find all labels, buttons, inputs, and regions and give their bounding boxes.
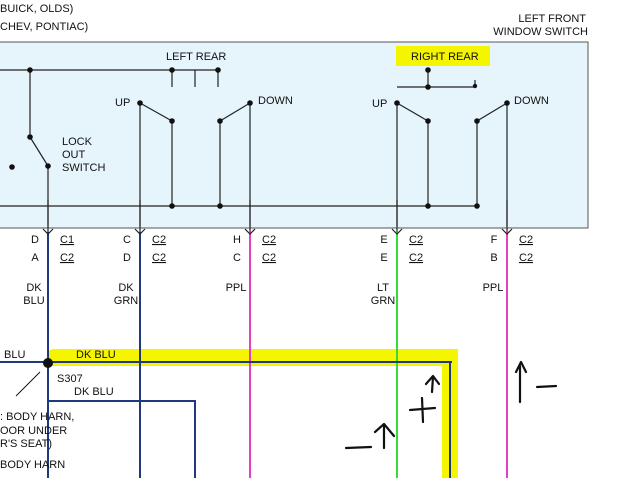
connector-label-bottom: C2 (519, 252, 533, 264)
connector-label-top: C2 (519, 234, 533, 246)
window-switch-box (0, 41, 589, 229)
switch-title-2: WINDOW SWITCH (493, 26, 588, 38)
pin-label-top: F (491, 234, 498, 246)
splice-s307-dot (43, 358, 53, 368)
connector-label-top: C1 (60, 234, 74, 246)
lockout-label-2: OUT (62, 149, 86, 161)
pin-label-bottom: C (233, 252, 241, 264)
minus-right-text: — (0, 0, 1, 1)
up-left-label: UP (115, 97, 130, 109)
pin-label-top: H (233, 234, 241, 246)
note-line-4: BODY HARN (0, 459, 65, 471)
minus-left-text: — (0, 0, 1, 1)
connector-chevron-icon (244, 228, 256, 235)
minus-right-icon (535, 384, 558, 389)
wire-color-label-2: BLU (23, 295, 44, 307)
note-line-2: OOR UNDER (0, 425, 67, 437)
lockout-label-1: LOCK (62, 136, 93, 148)
connector-label-bottom: C2 (152, 252, 166, 264)
wire-left-label: BLU (4, 349, 25, 361)
note-line-1: : BODY HARN, (0, 411, 74, 423)
connector-chevron-icon (391, 228, 403, 235)
pin-label-top: E (380, 234, 387, 246)
connector-chevron-icon (501, 228, 513, 235)
arrow-up-right-icon (514, 360, 528, 404)
lower-circuit (0, 361, 452, 478)
wire-below-label: DK BLU (74, 386, 114, 398)
switch-title-1: LEFT FRONT (518, 13, 586, 25)
wire-color-label: DK (26, 282, 42, 294)
wire-color-label: LT (377, 282, 389, 294)
wire-color-label-2: GRN (371, 295, 396, 307)
pin-label-bottom: B (490, 252, 497, 264)
wire-right-label: DK BLU (76, 349, 116, 361)
splice-label: S307 (57, 373, 83, 385)
left-rear-label: LEFT REAR (166, 51, 226, 63)
wire-color-label: PPL (483, 282, 504, 294)
pin-label-bottom: D (123, 252, 131, 264)
switch-junction-dots (9, 67, 510, 209)
plus-text: + (0, 0, 1, 1)
connector-chevron-icon (42, 228, 54, 235)
connector-label-bottom: C2 (409, 252, 423, 264)
connector-label-bottom: C2 (262, 252, 276, 264)
right-rear-label: RIGHT REAR (411, 51, 479, 63)
connector-label-top: C2 (409, 234, 423, 246)
note-line-3: R'S SEAT) (0, 438, 52, 450)
arrow-up-icon-2 (373, 422, 396, 450)
connector-label-top: C2 (152, 234, 166, 246)
wire-color-label-2: GRN (114, 295, 139, 307)
arrow-up-icon (424, 374, 441, 394)
lockout-label-3: SWITCH (62, 162, 105, 174)
connector-chevron-icon (134, 228, 146, 235)
pin-label-top: D (31, 234, 39, 246)
plus-sign-icon (408, 396, 437, 424)
minus-left-icon (344, 445, 373, 450)
header-top-left-1: BUICK, OLDS) (0, 3, 73, 15)
connector-label-bottom: C2 (60, 252, 74, 264)
right-rear-highlight (396, 46, 490, 66)
handwritten-annotations (344, 360, 558, 450)
pin-label-bottom: A (31, 252, 39, 264)
down-right-label: DOWN (514, 95, 549, 107)
wire-color-label: PPL (226, 282, 247, 294)
pin-label-top: C (123, 234, 131, 246)
header-top-left-2: CHEV, PONTIAC) (0, 21, 88, 33)
up-right-label: UP (372, 98, 387, 110)
pin-label-bottom: E (380, 252, 387, 264)
connector-label-top: C2 (262, 234, 276, 246)
wire-color-label: DK (118, 282, 134, 294)
down-left-label: DOWN (258, 95, 293, 107)
